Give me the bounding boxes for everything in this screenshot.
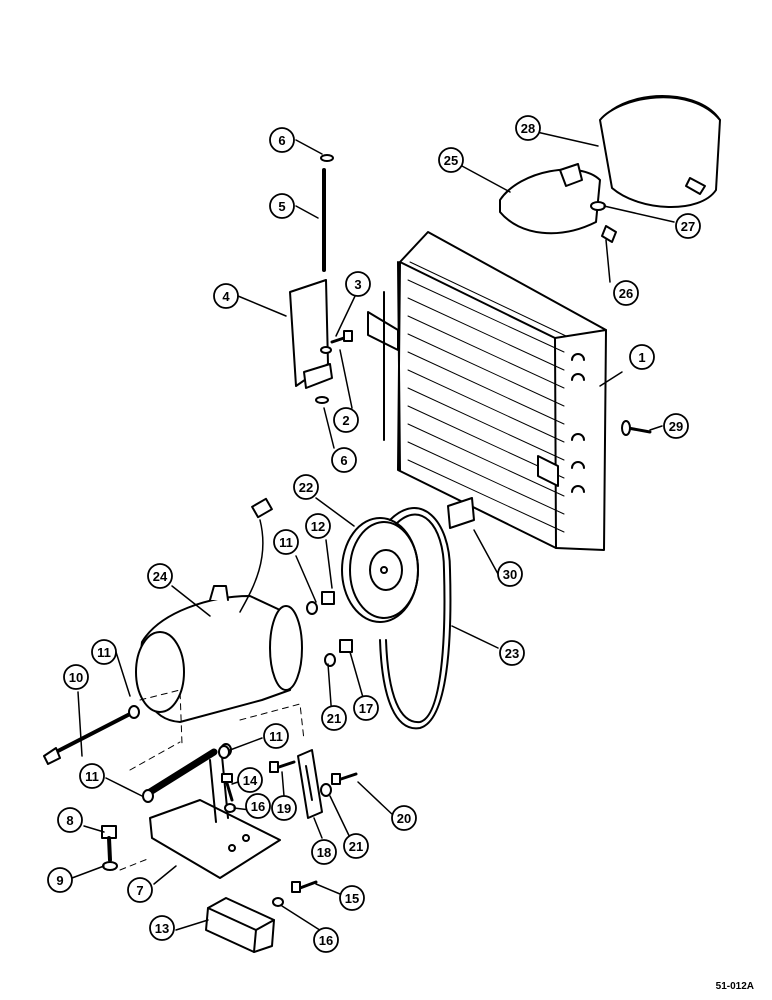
support-bracket-part	[289, 279, 333, 389]
callout-16-a: 16	[245, 793, 271, 819]
callout-27: 27	[675, 213, 701, 239]
callout-11-c: 11	[263, 723, 289, 749]
callout-7: 7	[127, 877, 153, 903]
callout-2: 2	[333, 407, 359, 433]
svg-text:6: 6	[278, 133, 285, 148]
svg-text:15: 15	[345, 891, 359, 906]
callout-18: 18	[311, 839, 337, 865]
svg-text:27: 27	[681, 219, 695, 234]
callout-21-a: 21	[321, 705, 347, 731]
svg-text:7: 7	[136, 883, 143, 898]
svg-text:11: 11	[85, 769, 99, 784]
belt-guard-clip-part	[447, 497, 475, 529]
svg-text:28: 28	[521, 121, 535, 136]
svg-text:13: 13	[155, 921, 169, 936]
callout-8: 8	[57, 807, 83, 833]
svg-text:3: 3	[354, 277, 361, 292]
svg-text:30: 30	[503, 567, 517, 582]
svg-text:11: 11	[97, 645, 111, 660]
lower-bracket-part	[149, 755, 281, 879]
svg-text:19: 19	[277, 801, 291, 816]
svg-text:1: 1	[638, 350, 645, 365]
callout-6-top: 6	[269, 127, 295, 153]
callout-28: 28	[515, 115, 541, 141]
compressor-part	[135, 497, 303, 723]
callout-22: 22	[293, 474, 319, 500]
svg-text:24: 24	[153, 569, 168, 584]
svg-text:16: 16	[251, 799, 265, 814]
svg-text:29: 29	[669, 419, 683, 434]
svg-text:2: 2	[342, 413, 349, 428]
callout-19: 19	[271, 795, 297, 821]
svg-text:4: 4	[222, 289, 230, 304]
svg-text:8: 8	[66, 813, 73, 828]
svg-text:22: 22	[299, 480, 313, 495]
svg-text:5: 5	[278, 199, 285, 214]
callout-30: 30	[497, 561, 523, 587]
svg-text:6: 6	[340, 453, 347, 468]
callout-25: 25	[438, 147, 464, 173]
receiver-drier-part	[599, 95, 721, 208]
mounting-strap-part	[499, 163, 601, 235]
svg-text:9: 9	[56, 873, 63, 888]
callout-11-b: 11	[91, 639, 117, 665]
adjusting-strap-part	[297, 749, 323, 819]
callout-11-a: 11	[273, 529, 299, 555]
svg-text:26: 26	[619, 286, 633, 301]
callout-3: 3	[345, 271, 371, 297]
svg-text:12: 12	[311, 519, 325, 534]
callout-23: 23	[499, 640, 525, 666]
svg-text:17: 17	[359, 701, 373, 716]
mounting-stud-part	[320, 154, 334, 272]
callout-20: 20	[391, 805, 417, 831]
callout-24: 24	[147, 563, 173, 589]
svg-text:25: 25	[444, 153, 458, 168]
svg-text:18: 18	[317, 845, 331, 860]
callout-26: 26	[613, 280, 639, 306]
svg-text:10: 10	[69, 670, 83, 685]
callout-15: 15	[339, 885, 365, 911]
svg-text:14: 14	[243, 773, 258, 788]
alignment-lines	[119, 689, 305, 871]
svg-text:20: 20	[397, 811, 411, 826]
callout-21-b: 21	[343, 833, 369, 859]
drive-belt-part	[379, 507, 452, 730]
long-mounting-bolt-part	[43, 705, 140, 765]
callout-10: 10	[63, 664, 89, 690]
callout-1: 1	[629, 344, 655, 370]
svg-text:16: 16	[319, 933, 333, 948]
callout-4: 4	[213, 283, 239, 309]
callout-29: 29	[663, 413, 689, 439]
svg-text:11: 11	[269, 729, 283, 744]
callout-13: 13	[149, 915, 175, 941]
condenser-part	[367, 231, 607, 551]
spacer-tube-part	[142, 743, 232, 803]
svg-text:23: 23	[505, 646, 519, 661]
pulley-part	[341, 517, 419, 623]
figure-code-label: 51-012A	[715, 981, 754, 992]
callout-5: 5	[269, 193, 295, 219]
bracket-bolt-part	[315, 330, 353, 404]
small-bolts-part	[218, 591, 358, 907]
callout-12: 12	[305, 513, 331, 539]
callout-17: 17	[353, 695, 379, 721]
callout-11-d: 11	[79, 763, 105, 789]
svg-text:21: 21	[327, 711, 341, 726]
svg-text:21: 21	[349, 839, 363, 854]
callout-14: 14	[237, 767, 263, 793]
retaining-pin-part	[621, 420, 652, 436]
mounting-block-part	[205, 897, 275, 953]
callout-9: 9	[47, 867, 73, 893]
callout-6-bottom: 6	[331, 447, 357, 473]
callout-16-b: 16	[313, 927, 339, 953]
svg-text:11: 11	[279, 535, 293, 550]
